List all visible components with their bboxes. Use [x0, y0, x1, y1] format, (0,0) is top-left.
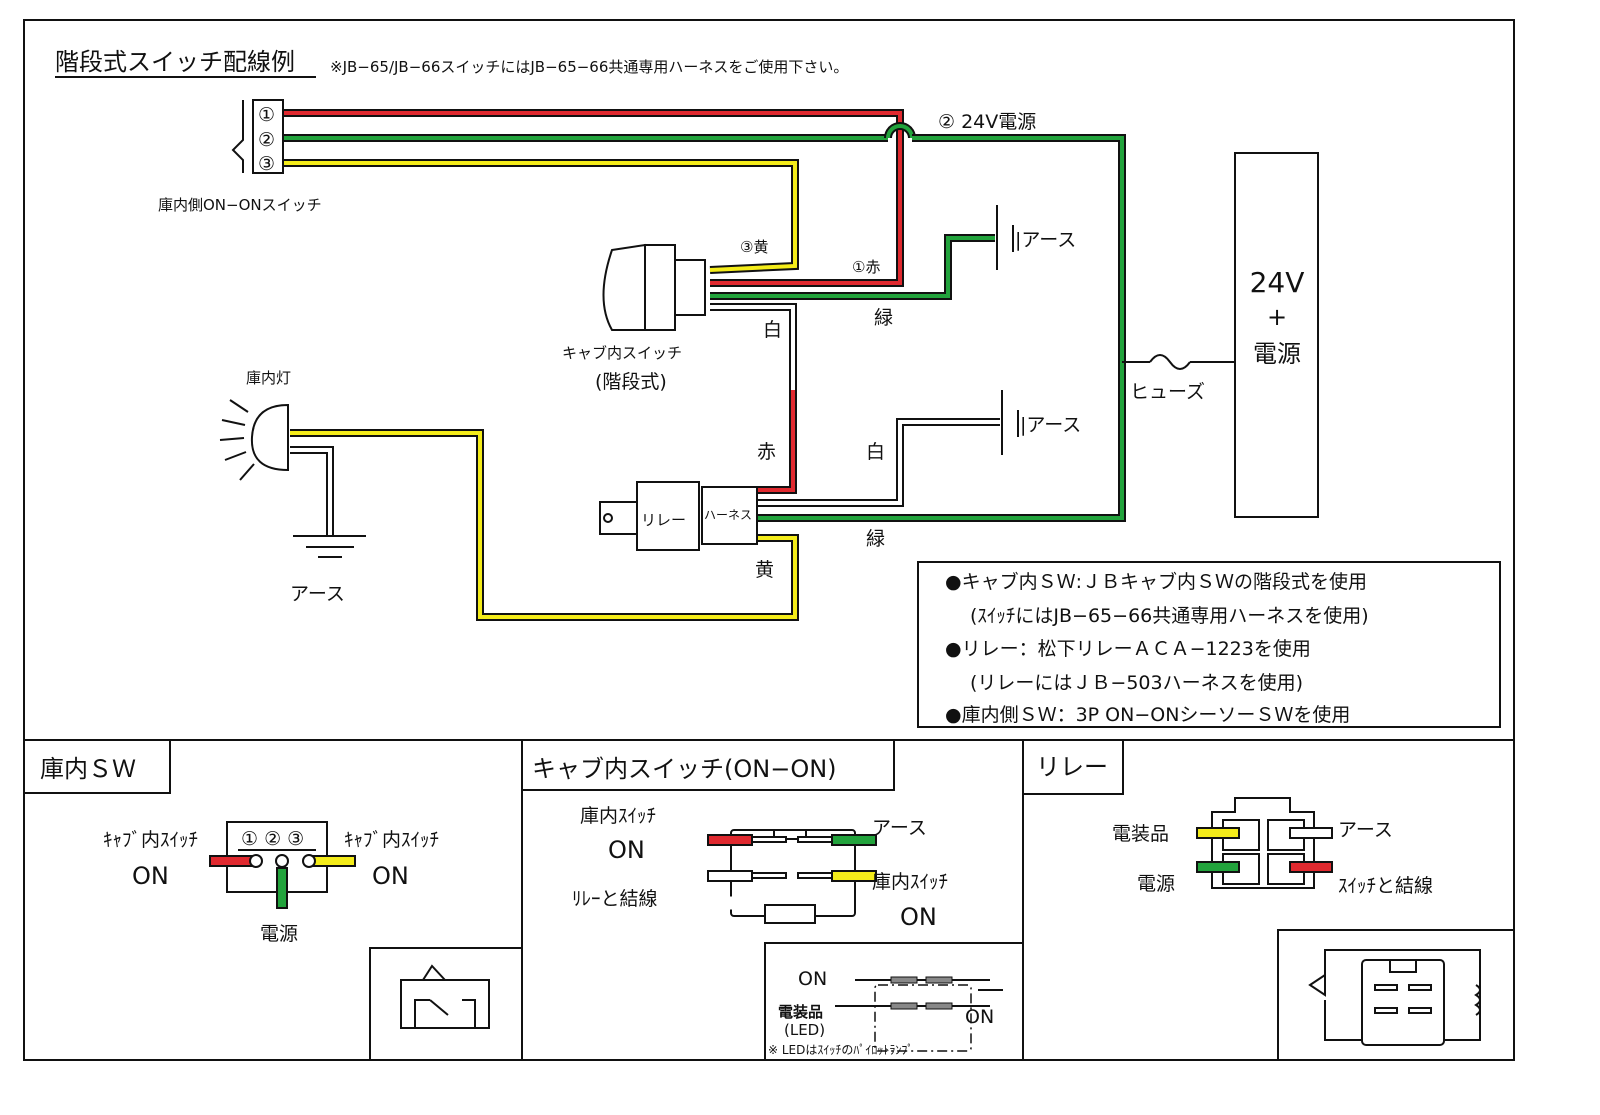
relay — [599, 481, 758, 551]
diagram-label: アース — [872, 817, 927, 839]
diagram-label: ※ LEDはｽｲｯﾁのﾊﾟｲﾛｯﾄﾗﾝﾌﾟ — [768, 1043, 913, 1057]
diagram-label: ① — [258, 104, 275, 126]
red-label-2: 赤 — [757, 441, 776, 463]
room-on-on-switch: ① ② ③ — [231, 99, 284, 175]
lamp-label: 庫内灯 — [246, 369, 291, 387]
panel-tab-relay: リレー — [1036, 753, 1108, 781]
diagram-label: ｷｬﾌﾞ内ｽｲｯﾁ — [103, 829, 198, 851]
white-label-2: 白 — [866, 441, 885, 463]
wire-yellow-label: ③黄 — [740, 238, 768, 256]
diagram-label: 庫内ｽｲｯﾁ — [580, 805, 656, 827]
panel-cab-switch: キャブ内スイッチ(ON−ON) 庫内ｽｲｯﾁ ON ﾘﾚｰと結線 アース 庫内ｽ… — [521, 739, 1024, 1061]
earth-symbol-1 — [996, 205, 1014, 270]
diagram-label: ﾘﾚｰと結線 — [572, 888, 658, 910]
diagram-label: 電源 — [1137, 873, 1175, 895]
diagram-label: アース — [1338, 819, 1393, 841]
diagram-label: ① ② ③ — [241, 828, 304, 850]
power-supply-box — [1234, 152, 1319, 518]
diagram-label: ON — [900, 903, 937, 931]
diagram-label: 電装品 — [1112, 823, 1169, 845]
diagram-label: ON — [132, 862, 169, 890]
earth-symbol-2 — [1001, 390, 1019, 455]
note-line: ●キャブ内ＳＷ:ＪＢキャブ内ＳＷの階段式を使用 — [945, 570, 1367, 593]
diagram-label: ② — [258, 129, 275, 151]
wires — [283, 109, 1235, 621]
cab-switch — [602, 243, 706, 331]
diagram-label: 電装品 — [778, 1003, 823, 1021]
diagram-label: ON — [608, 836, 645, 864]
power-label: 電源 — [1253, 340, 1301, 368]
panel-relay: リレー 電装品 電源 アース ｽｲｯﾁと結線 — [1022, 739, 1515, 1061]
green-label-2: 緑 — [866, 528, 885, 550]
fuse-label: ヒューズ — [1130, 381, 1205, 403]
relay-schematic-icon — [1308, 949, 1481, 1046]
note-line: ●リレー：松下リレーＡＣＡ−1223を使用 — [945, 638, 1311, 660]
lamp-earth-label: アース — [290, 583, 345, 605]
earth-label-2: |アース — [1020, 414, 1081, 436]
lamp-icon — [219, 399, 289, 481]
cab-switch-label: キャブ内スイッチ — [562, 344, 682, 362]
wire-green-label: 緑 — [874, 307, 893, 329]
harness-label: ハーネス — [704, 508, 752, 522]
room-switch-label: 庫内側ON−ONスイッチ — [158, 196, 322, 214]
note-line: (ｽｲｯﾁにはJB−65−66共通専用ハーネスを使用) — [970, 605, 1369, 627]
power-plus: + — [1267, 303, 1287, 331]
note-line: ●庫内側ＳＷ：3P ON−ONシーソーＳＷを使用 — [945, 704, 1350, 726]
power-24v-label: ② 24V電源 — [938, 111, 1036, 133]
diagram-label: 庫内ｽｲｯﾁ — [872, 871, 948, 893]
diagram-label: ｽｲｯﾁと結線 — [1338, 875, 1433, 897]
diagram-label: ON — [372, 862, 409, 890]
wire-white-label: 白 — [763, 319, 782, 341]
relay-label: リレー — [641, 511, 686, 529]
panel-room-sw: 庫内ＳＷ ① ② ③ ｷｬﾌﾞ内ｽｲｯﾁ ON ｷｬﾌﾞ内ｽｲｯﾁ ON 電源 — [23, 739, 523, 1061]
page-title: 階段式スイッチ配線例 — [55, 48, 295, 76]
title-note: ※JB−65/JB−66スイッチにはJB−65−66共通専用ハーネスをご使用下さ… — [330, 58, 848, 76]
panel-tab-cab-switch: キャブ内スイッチ(ON−ON) — [532, 755, 837, 783]
diagram-label: ON — [965, 1006, 994, 1028]
diagram-label: 電源 — [260, 923, 298, 945]
diagram-label: (LED) — [784, 1021, 825, 1039]
diagram-label: ③ — [258, 153, 275, 175]
diagram-label: ON — [798, 968, 827, 990]
cab-switch-sub: (階段式) — [595, 371, 667, 393]
earth-label-1: |アース — [1015, 229, 1076, 251]
yellow-label-2: 黄 — [755, 559, 774, 581]
wire-red-label: ①赤 — [852, 258, 880, 276]
panel-tab-room-sw: 庫内ＳＷ — [40, 755, 136, 783]
power-voltage: 24V — [1250, 266, 1305, 299]
notes-box — [917, 561, 1501, 728]
note-line: (リレーにはＪＢ−503ハーネスを使用) — [970, 672, 1303, 694]
ground-symbol — [293, 535, 366, 558]
diagram-label: ｷｬﾌﾞ内ｽｲｯﾁ — [344, 829, 439, 851]
